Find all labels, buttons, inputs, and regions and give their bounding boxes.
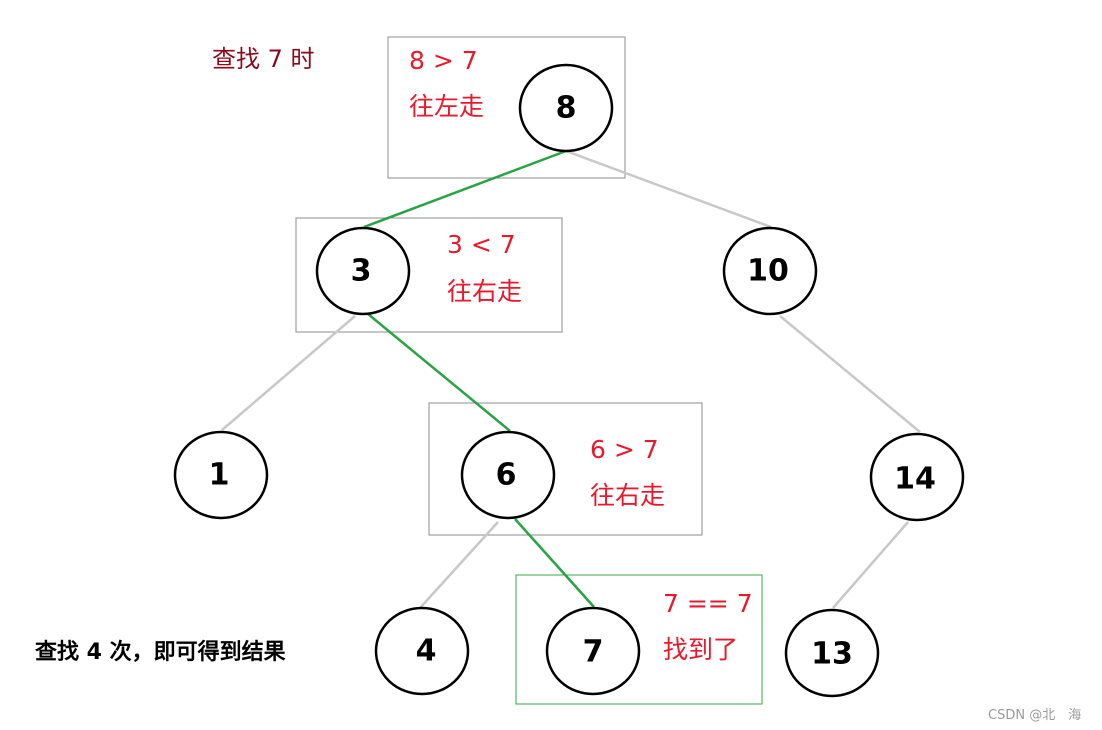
- edge-8-3: [363, 149, 567, 229]
- node-3: 3: [315, 226, 411, 316]
- watermark: CSDN @北 海: [988, 708, 1081, 723]
- node-8: 8: [518, 63, 614, 153]
- result-summary: 查找 4 次，即可得到结果: [35, 639, 286, 665]
- node-1: 1: [173, 430, 269, 520]
- node-6-label: 6: [496, 458, 517, 493]
- node-10-label: 10: [747, 254, 789, 289]
- node-3-label: 3: [351, 254, 372, 289]
- node-13-label: 13: [811, 637, 853, 672]
- node-4-label: 4: [416, 634, 437, 669]
- step-3-compare: 6 > 7: [590, 435, 659, 464]
- step-1-compare: 8 > 7: [409, 46, 478, 75]
- node-13: 13: [784, 608, 880, 698]
- step-box-2: [295, 217, 563, 333]
- node-7-label: 7: [583, 635, 604, 670]
- step-1-action: 往左走: [409, 92, 484, 121]
- step-4-action: 找到了: [663, 635, 738, 664]
- node-1-label: 1: [209, 458, 230, 493]
- node-6: 6: [460, 430, 556, 520]
- edge-6-4: [419, 521, 499, 609]
- step-box-1: [387, 36, 626, 179]
- edge-3-1: [221, 315, 356, 431]
- step-4-compare: 7 == 7: [663, 589, 753, 618]
- step-box-3: [428, 402, 703, 536]
- edge-10-14: [779, 315, 921, 433]
- step-2-compare: 3 < 7: [447, 230, 516, 259]
- node-14-label: 14: [894, 462, 936, 497]
- edge-14-13: [832, 521, 909, 609]
- node-10: 10: [722, 226, 818, 316]
- found-box: [515, 574, 763, 705]
- node-7: 7: [545, 606, 641, 696]
- edge-3-6: [367, 313, 511, 432]
- node-14: 14: [869, 432, 965, 522]
- edge-6-7: [514, 518, 595, 608]
- diagram-title: 查找 7 时: [212, 45, 315, 73]
- node-8-label: 8: [556, 91, 577, 126]
- step-3-action: 往右走: [590, 481, 665, 510]
- step-2-action: 往右走: [447, 277, 522, 306]
- edge-8-10: [565, 149, 772, 229]
- node-4: 4: [374, 606, 470, 696]
